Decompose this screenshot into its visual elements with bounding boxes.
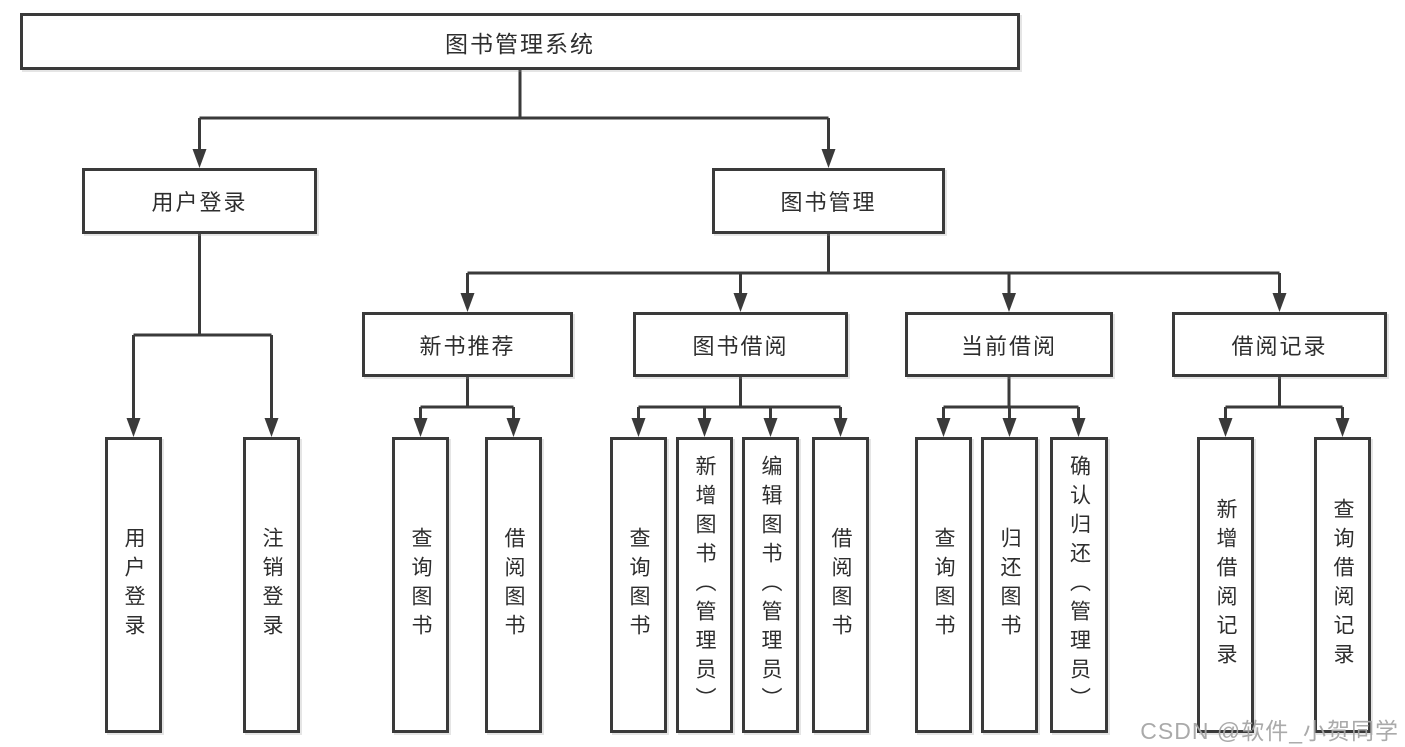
node-user-login-label: 用户登录: [151, 190, 248, 215]
node-book-borrow: 图书借阅: [633, 312, 848, 377]
node-add-book-admin: 新增图书（管理员）: [676, 437, 733, 733]
node-new-book-recommend: 新书推荐: [362, 312, 573, 377]
node-user-login: 用户登录: [82, 168, 317, 234]
node-root: 图书管理系统: [20, 13, 1020, 70]
node-add-borrow-record-label: 新增借阅记录: [1214, 498, 1237, 672]
node-query-borrow-record: 查询借阅记录: [1314, 437, 1371, 733]
connector-root-to-level1: [192, 70, 836, 168]
node-query-books-current-label: 查询图书: [932, 527, 955, 643]
csdn-watermark: CSDN @软件_小贺同学: [1140, 718, 1399, 744]
node-borrow-books-leaf-label: 借阅图书: [829, 527, 852, 643]
node-book-borrow-label: 图书借阅: [692, 333, 789, 359]
node-book-management: 图书管理: [712, 168, 945, 234]
node-borrow-records: 借阅记录: [1172, 312, 1387, 377]
node-query-books-current: 查询图书: [915, 437, 972, 733]
node-new-book-recommend-label: 新书推荐: [419, 333, 516, 359]
node-user-login-leaf: 用户登录: [105, 437, 162, 733]
node-borrow-books-newrec-label: 借阅图书: [502, 527, 525, 643]
node-confirm-return-admin-label: 确认归还（管理员）: [1067, 454, 1091, 716]
node-borrow-records-label: 借阅记录: [1231, 333, 1328, 359]
node-return-books-label: 归还图书: [998, 527, 1021, 643]
connector-bookborrow-to-leaves: [631, 377, 848, 437]
connector-borrowrecords-to-leaves: [1218, 377, 1350, 437]
node-return-books: 归还图书: [981, 437, 1038, 733]
connector-newbooks-to-leaves: [413, 377, 521, 437]
node-user-login-leaf-label: 用户登录: [122, 527, 145, 643]
node-edit-book-admin-label: 编辑图书（管理员）: [759, 454, 782, 716]
node-confirm-return-admin: 确认归还（管理员）: [1050, 437, 1108, 733]
node-add-borrow-record: 新增借阅记录: [1197, 437, 1254, 733]
node-book-management-label: 图书管理: [780, 190, 877, 215]
node-add-book-admin-label: 新增图书（管理员）: [693, 454, 716, 716]
node-query-books-borrow-label: 查询图书: [627, 527, 650, 643]
node-logout-leaf-label: 注销登录: [260, 527, 283, 643]
node-current-borrow: 当前借阅: [905, 312, 1113, 377]
node-current-borrow-label: 当前借阅: [960, 333, 1057, 359]
node-borrow-books-newrec: 借阅图书: [485, 437, 542, 733]
node-query-books-newrec-label: 查询图书: [409, 527, 432, 643]
connector-userlogin-to-leaves: [126, 234, 279, 437]
node-root-label: 图书管理系统: [445, 30, 595, 57]
node-query-books-borrow: 查询图书: [610, 437, 667, 733]
node-logout-leaf: 注销登录: [243, 437, 300, 733]
node-borrow-books-leaf: 借阅图书: [812, 437, 869, 733]
node-query-books-newrec: 查询图书: [392, 437, 449, 733]
connector-bookmgmt-to-level2: [460, 234, 1287, 312]
connector-currentborrow-to-leaves: [936, 377, 1086, 437]
node-query-borrow-record-label: 查询借阅记录: [1331, 498, 1354, 672]
node-edit-book-admin: 编辑图书（管理员）: [742, 437, 799, 733]
